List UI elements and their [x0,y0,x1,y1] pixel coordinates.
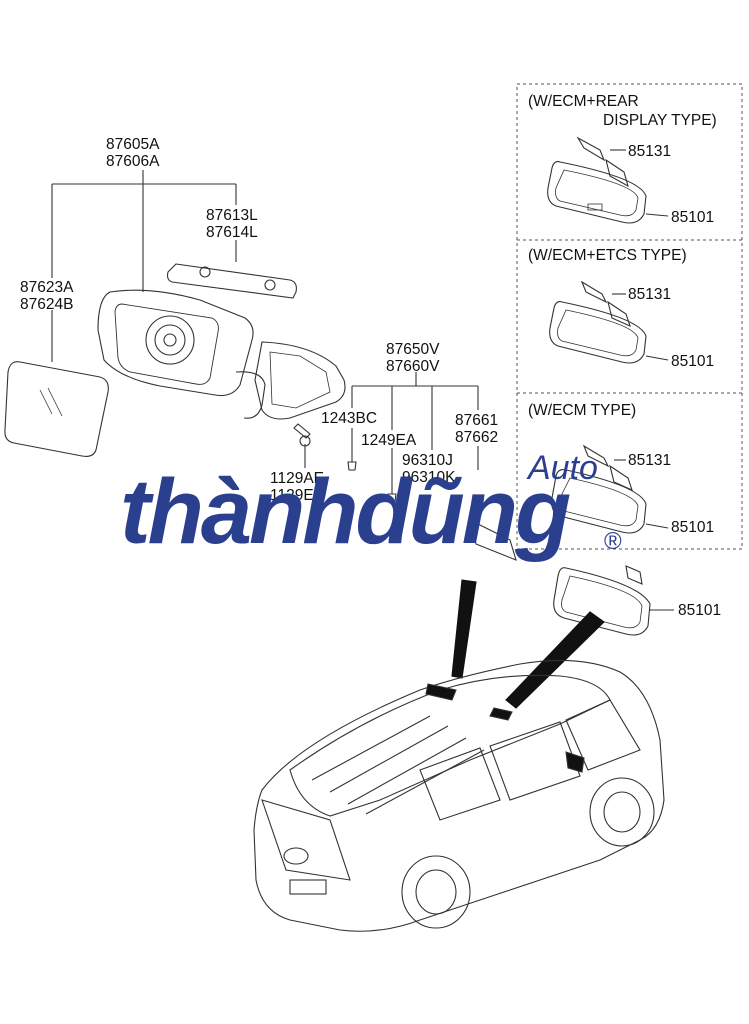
variant-2-mirror-part: 85101 [671,353,715,370]
screw-a-shape [347,461,357,471]
mirror-housing-inner [114,303,219,385]
outside-mirror-location [565,751,585,773]
label-mirror-assy-1: 87605A [106,136,160,153]
label-glass-2: 87624B [20,296,74,313]
label-glass-1: 87623A [20,279,74,296]
std-mirror-body [553,567,651,636]
glass-reflection-1 [39,389,53,415]
mirror-glass-shape [4,361,109,457]
rear-window [261,799,351,881]
label-screw-a: 1243BC [321,410,378,427]
garnish-clip-1 [199,266,211,278]
v2-cover-top [580,280,608,304]
v2-mirror-face [557,309,639,357]
standard-inside-mirror [469,518,674,636]
v3-mirror-face [559,477,639,527]
label-mirror-assy-2: 87606A [106,153,160,170]
v1-mirror-body [547,161,647,224]
garnish-shape [166,263,297,299]
variant-2-title: (W/ECM+ETCS TYPE) [528,247,687,264]
rear-wheel-hub [415,869,457,915]
v2-cover-clip [607,300,631,328]
mirror-actuator-core [154,324,186,356]
glass-reflection-2 [47,387,63,417]
garnish-clip-2 [264,279,276,291]
label-cover-1: 87661 [455,412,499,429]
variant-1-title-line1: (W/ECM+REAR [528,93,639,110]
roof-mirror-location [425,683,457,701]
variant-3-mirror-part: 85101 [671,519,715,536]
v3-cover-clip [609,464,633,492]
mirror-base-shape [254,341,346,420]
v1-cover-clip [605,158,629,188]
car-body-outline [253,659,665,932]
v3-leader-mirror [645,523,669,529]
variant-1-mirror-part: 85101 [671,209,715,226]
car-emblem [283,847,309,865]
watermark-auto-text: Auto [528,449,598,487]
inside-mirror-leaders [351,372,479,494]
roof-rail-2 [329,725,449,793]
screw-b-shape [387,493,397,503]
standard-mirror-part: 85101 [678,602,722,619]
label-garnish-1: 87613L [206,207,258,224]
mirror-actuator-pivot [163,333,177,347]
windshield-mirror-location [489,707,513,721]
std-mirror-face [561,575,643,629]
rear-door-window [419,747,501,821]
label-bolt-1: 1129AE [270,470,325,487]
variant-frame [516,83,743,550]
v1-cover-top [576,136,606,162]
front-door-window [489,721,581,801]
v1-mirror-face [555,169,639,217]
v3-mirror-body [551,469,647,534]
windshield [565,699,641,771]
v3-cover-top [582,444,610,468]
v1-display-window [587,203,603,211]
mirror-base-inner [269,351,331,409]
mirror-actuator-ring [145,315,195,365]
mirror-housing-shape [97,289,254,397]
variant-1-title-line2: DISPLAY TYPE) [603,112,717,129]
variant-2-cover-part: 85131 [628,286,672,303]
label-screw-b: 1249EA [361,432,417,449]
label-bolt-2: 1129EE [270,487,325,504]
variant-boxes [516,83,743,550]
variant-3-title: (W/ECM TYPE) [528,402,637,419]
car-illustration [253,659,665,932]
front-wheel-hub [603,791,641,833]
label-cover-2: 87662 [455,429,499,446]
variant-3-cover-part: 85131 [628,452,672,469]
label-inside-mirror-1: 87650V [386,341,440,358]
outside-mirror-leaders [51,170,306,468]
watermark-logo-text: thànhdũng [120,461,571,563]
license-plate [289,879,327,895]
inside-mirror-bracket-shape [469,518,517,561]
mirror-base-arm [235,371,266,419]
v1-leader-mirror [645,213,669,217]
variant-1-cover-part: 85131 [628,143,672,160]
label-garnish-2: 87614L [206,224,258,241]
front-wheel [589,777,655,847]
variant-2-mirror [549,280,669,364]
std-mount [625,565,643,585]
label-inside-mirror-2: 87660V [386,358,440,375]
pointer-arrow-left [451,579,477,679]
watermark-registered-mark: ® [604,528,622,555]
roof-rail-1 [311,715,431,781]
label-bracket-2: 96310K [402,469,456,486]
bolt-shape [293,423,311,439]
label-bracket-1: 96310J [402,452,453,469]
v2-mirror-body [549,301,647,364]
bolt-head [299,435,311,447]
rear-wheel [401,855,471,929]
roof-rail-3 [347,737,467,805]
variant-3-mirror [551,444,669,534]
car-roof [289,674,611,817]
v2-leader-mirror [645,355,669,361]
variant-1-mirror [547,136,669,224]
